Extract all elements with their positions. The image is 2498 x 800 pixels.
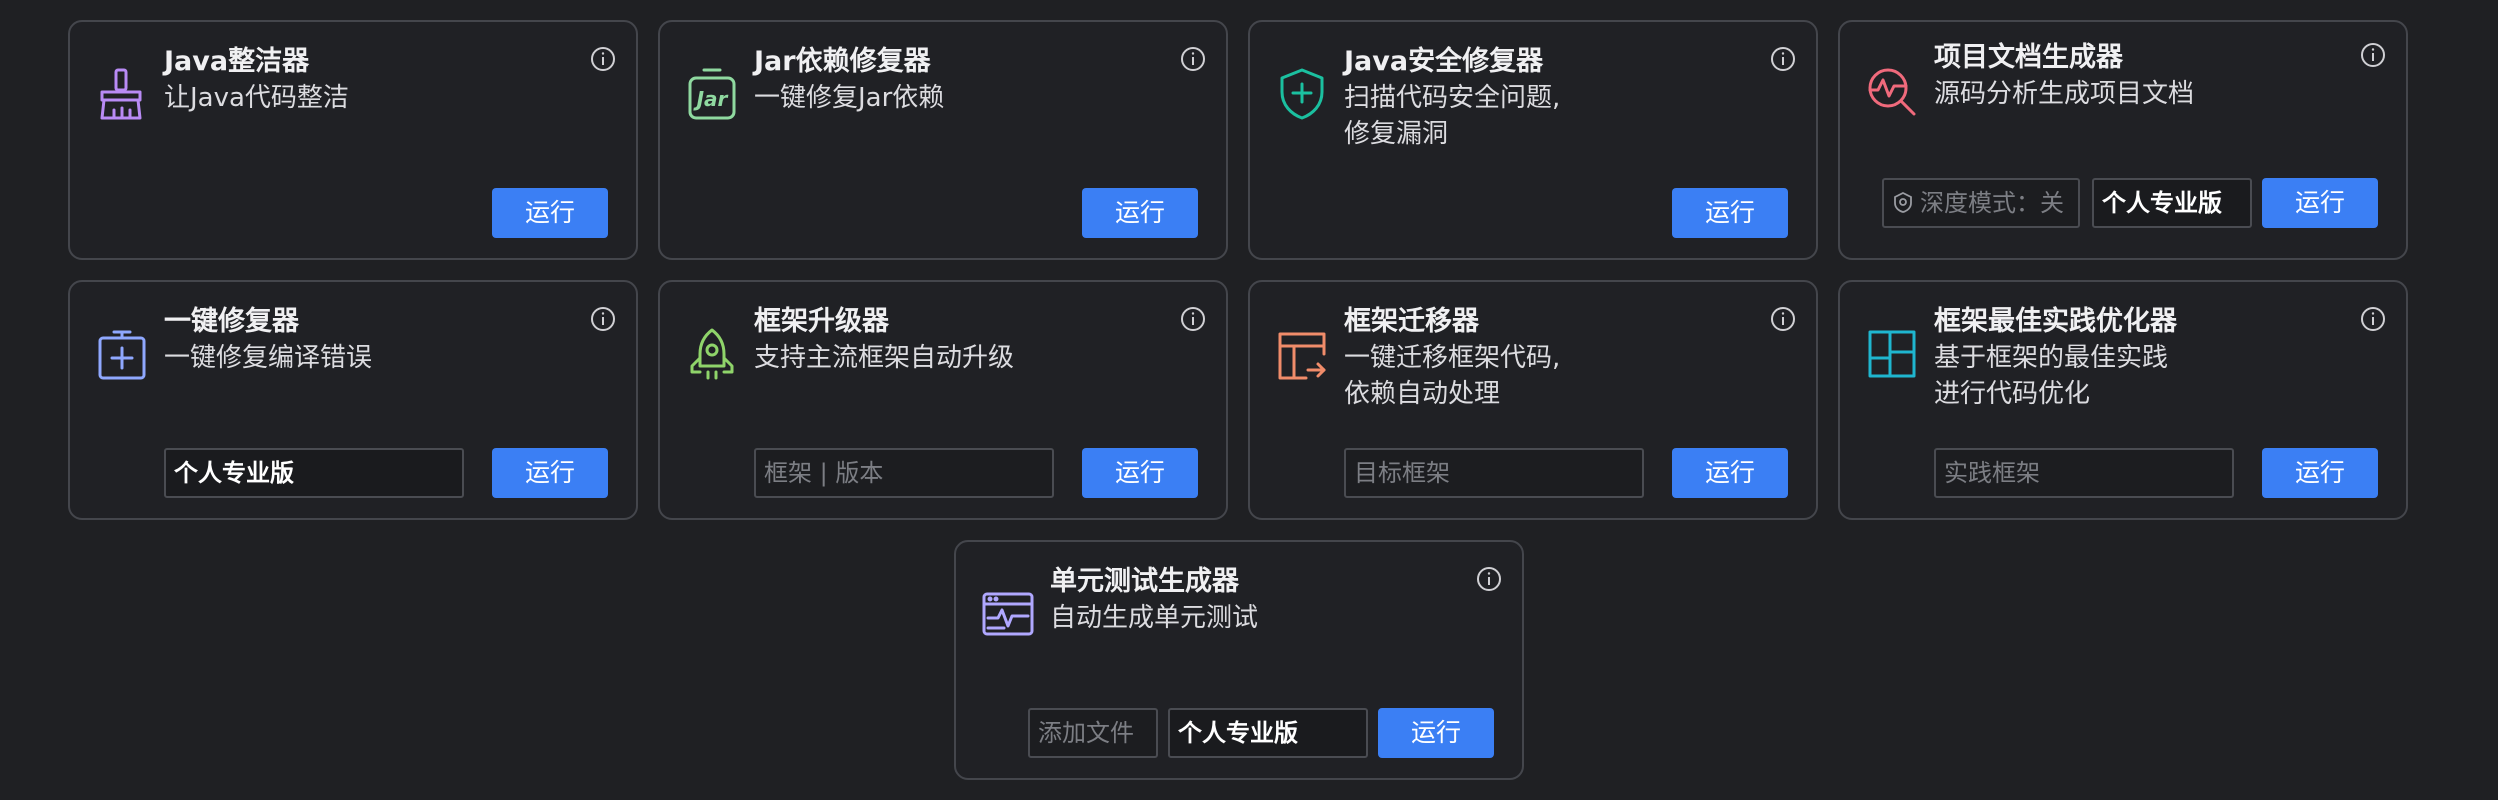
tool-description: 扫描代码安全问题, 修复漏洞 (1344, 83, 1561, 149)
info-icon[interactable] (1768, 44, 1798, 74)
tool-card-java-security: Java安全修复器 扫描代码安全问题, 修复漏洞 运行 (1248, 20, 1818, 260)
svg-text:Jar: Jar (693, 87, 729, 111)
info-icon[interactable] (1178, 304, 1208, 334)
search-pulse-icon (1864, 64, 1920, 120)
run-button[interactable]: 运行 (1672, 448, 1788, 498)
tool-title: Jar依赖修复器 (754, 46, 931, 77)
info-icon[interactable] (1178, 44, 1208, 74)
tool-card-unit-test-generator: 单元测试生成器 自动生成单元测试 添加文件 个人专业版 运行 (954, 540, 1524, 780)
deep-mode-toggle[interactable]: 深度模式：关 (1882, 178, 2080, 228)
info-icon[interactable] (2358, 304, 2388, 334)
edition-select[interactable]: 个人专业版 (164, 448, 464, 498)
tool-title: 一键修复器 (164, 306, 299, 337)
run-button[interactable]: 运行 (492, 188, 608, 238)
info-icon[interactable] (1474, 564, 1504, 594)
run-button[interactable]: 运行 (2262, 178, 2378, 228)
edition-select[interactable]: 个人专业版 (2092, 178, 2252, 228)
tool-card-framework-best-practice: 框架最佳实践优化器 基于框架的最佳实践 进行代码优化 实践框架 运行 (1838, 280, 2408, 520)
info-icon[interactable] (588, 304, 618, 334)
run-button[interactable]: 运行 (492, 448, 608, 498)
tool-title: 单元测试生成器 (1050, 566, 1239, 597)
tool-description: 一键修复Jar依赖 (754, 83, 945, 113)
tool-description: 支持主流框架自动升级 (754, 343, 1015, 373)
tool-description: 基于框架的最佳实践 进行代码优化 (1934, 343, 2169, 409)
run-button[interactable]: 运行 (1672, 188, 1788, 238)
run-button[interactable]: 运行 (2262, 448, 2378, 498)
tool-description: 让Java代码整洁 (164, 83, 349, 113)
tool-title: 项目文档生成器 (1934, 42, 2123, 73)
test-window-icon (980, 586, 1036, 642)
broom-icon (94, 66, 150, 122)
tool-title: Java安全修复器 (1344, 46, 1544, 77)
layout-grid-icon (1864, 326, 1920, 382)
tool-card-one-click-fixer: 一键修复器 一键修复编译错误 个人专业版 运行 (68, 280, 638, 520)
jar-icon: Jar (684, 66, 740, 122)
deep-mode-label: 深度模式：关 (1920, 189, 2064, 217)
tool-card-framework-migrator: 框架迁移器 一键迁移框架代码, 依赖自动处理 目标框架 运行 (1248, 280, 1818, 520)
run-button[interactable]: 运行 (1082, 448, 1198, 498)
tool-description: 一键迁移框架代码, 依赖自动处理 (1344, 343, 1561, 409)
edition-select[interactable]: 个人专业版 (1168, 708, 1368, 758)
tool-title: Java整洁器 (164, 46, 310, 77)
practice-framework-input[interactable]: 实践框架 (1934, 448, 2234, 498)
migrate-icon (1274, 326, 1330, 382)
tool-card-jar-fixer: Jar Jar依赖修复器 一键修复Jar依赖 运行 (658, 20, 1228, 260)
tool-description: 自动生成单元测试 (1050, 603, 1259, 633)
target-framework-input[interactable]: 目标框架 (1344, 448, 1644, 498)
tool-description: 源码分析生成项目文档 (1934, 79, 2195, 109)
medkit-icon (94, 326, 150, 382)
run-button[interactable]: 运行 (1082, 188, 1198, 238)
tool-card-doc-generator: 项目文档生成器 源码分析生成项目文档 深度模式：关 个人专业版 运行 (1838, 20, 2408, 260)
shield-plus-icon (1274, 66, 1330, 122)
tool-card-java-cleaner: Java整洁器 让Java代码整洁 运行 (68, 20, 638, 260)
info-icon[interactable] (1768, 304, 1798, 334)
tool-title: 框架迁移器 (1344, 306, 1479, 337)
info-icon[interactable] (588, 44, 618, 74)
info-icon[interactable] (2358, 40, 2388, 70)
add-file-input[interactable]: 添加文件 (1028, 708, 1158, 758)
brain-lock-icon (1894, 191, 1912, 213)
framework-version-input[interactable]: 框架 | 版本 (754, 448, 1054, 498)
tool-title: 框架升级器 (754, 306, 889, 337)
tool-description: 一键修复编译错误 (164, 343, 373, 373)
tool-title: 框架最佳实践优化器 (1934, 306, 2177, 337)
rocket-icon (684, 326, 740, 382)
tool-card-framework-upgrader: 框架升级器 支持主流框架自动升级 框架 | 版本 运行 (658, 280, 1228, 520)
run-button[interactable]: 运行 (1378, 708, 1494, 758)
